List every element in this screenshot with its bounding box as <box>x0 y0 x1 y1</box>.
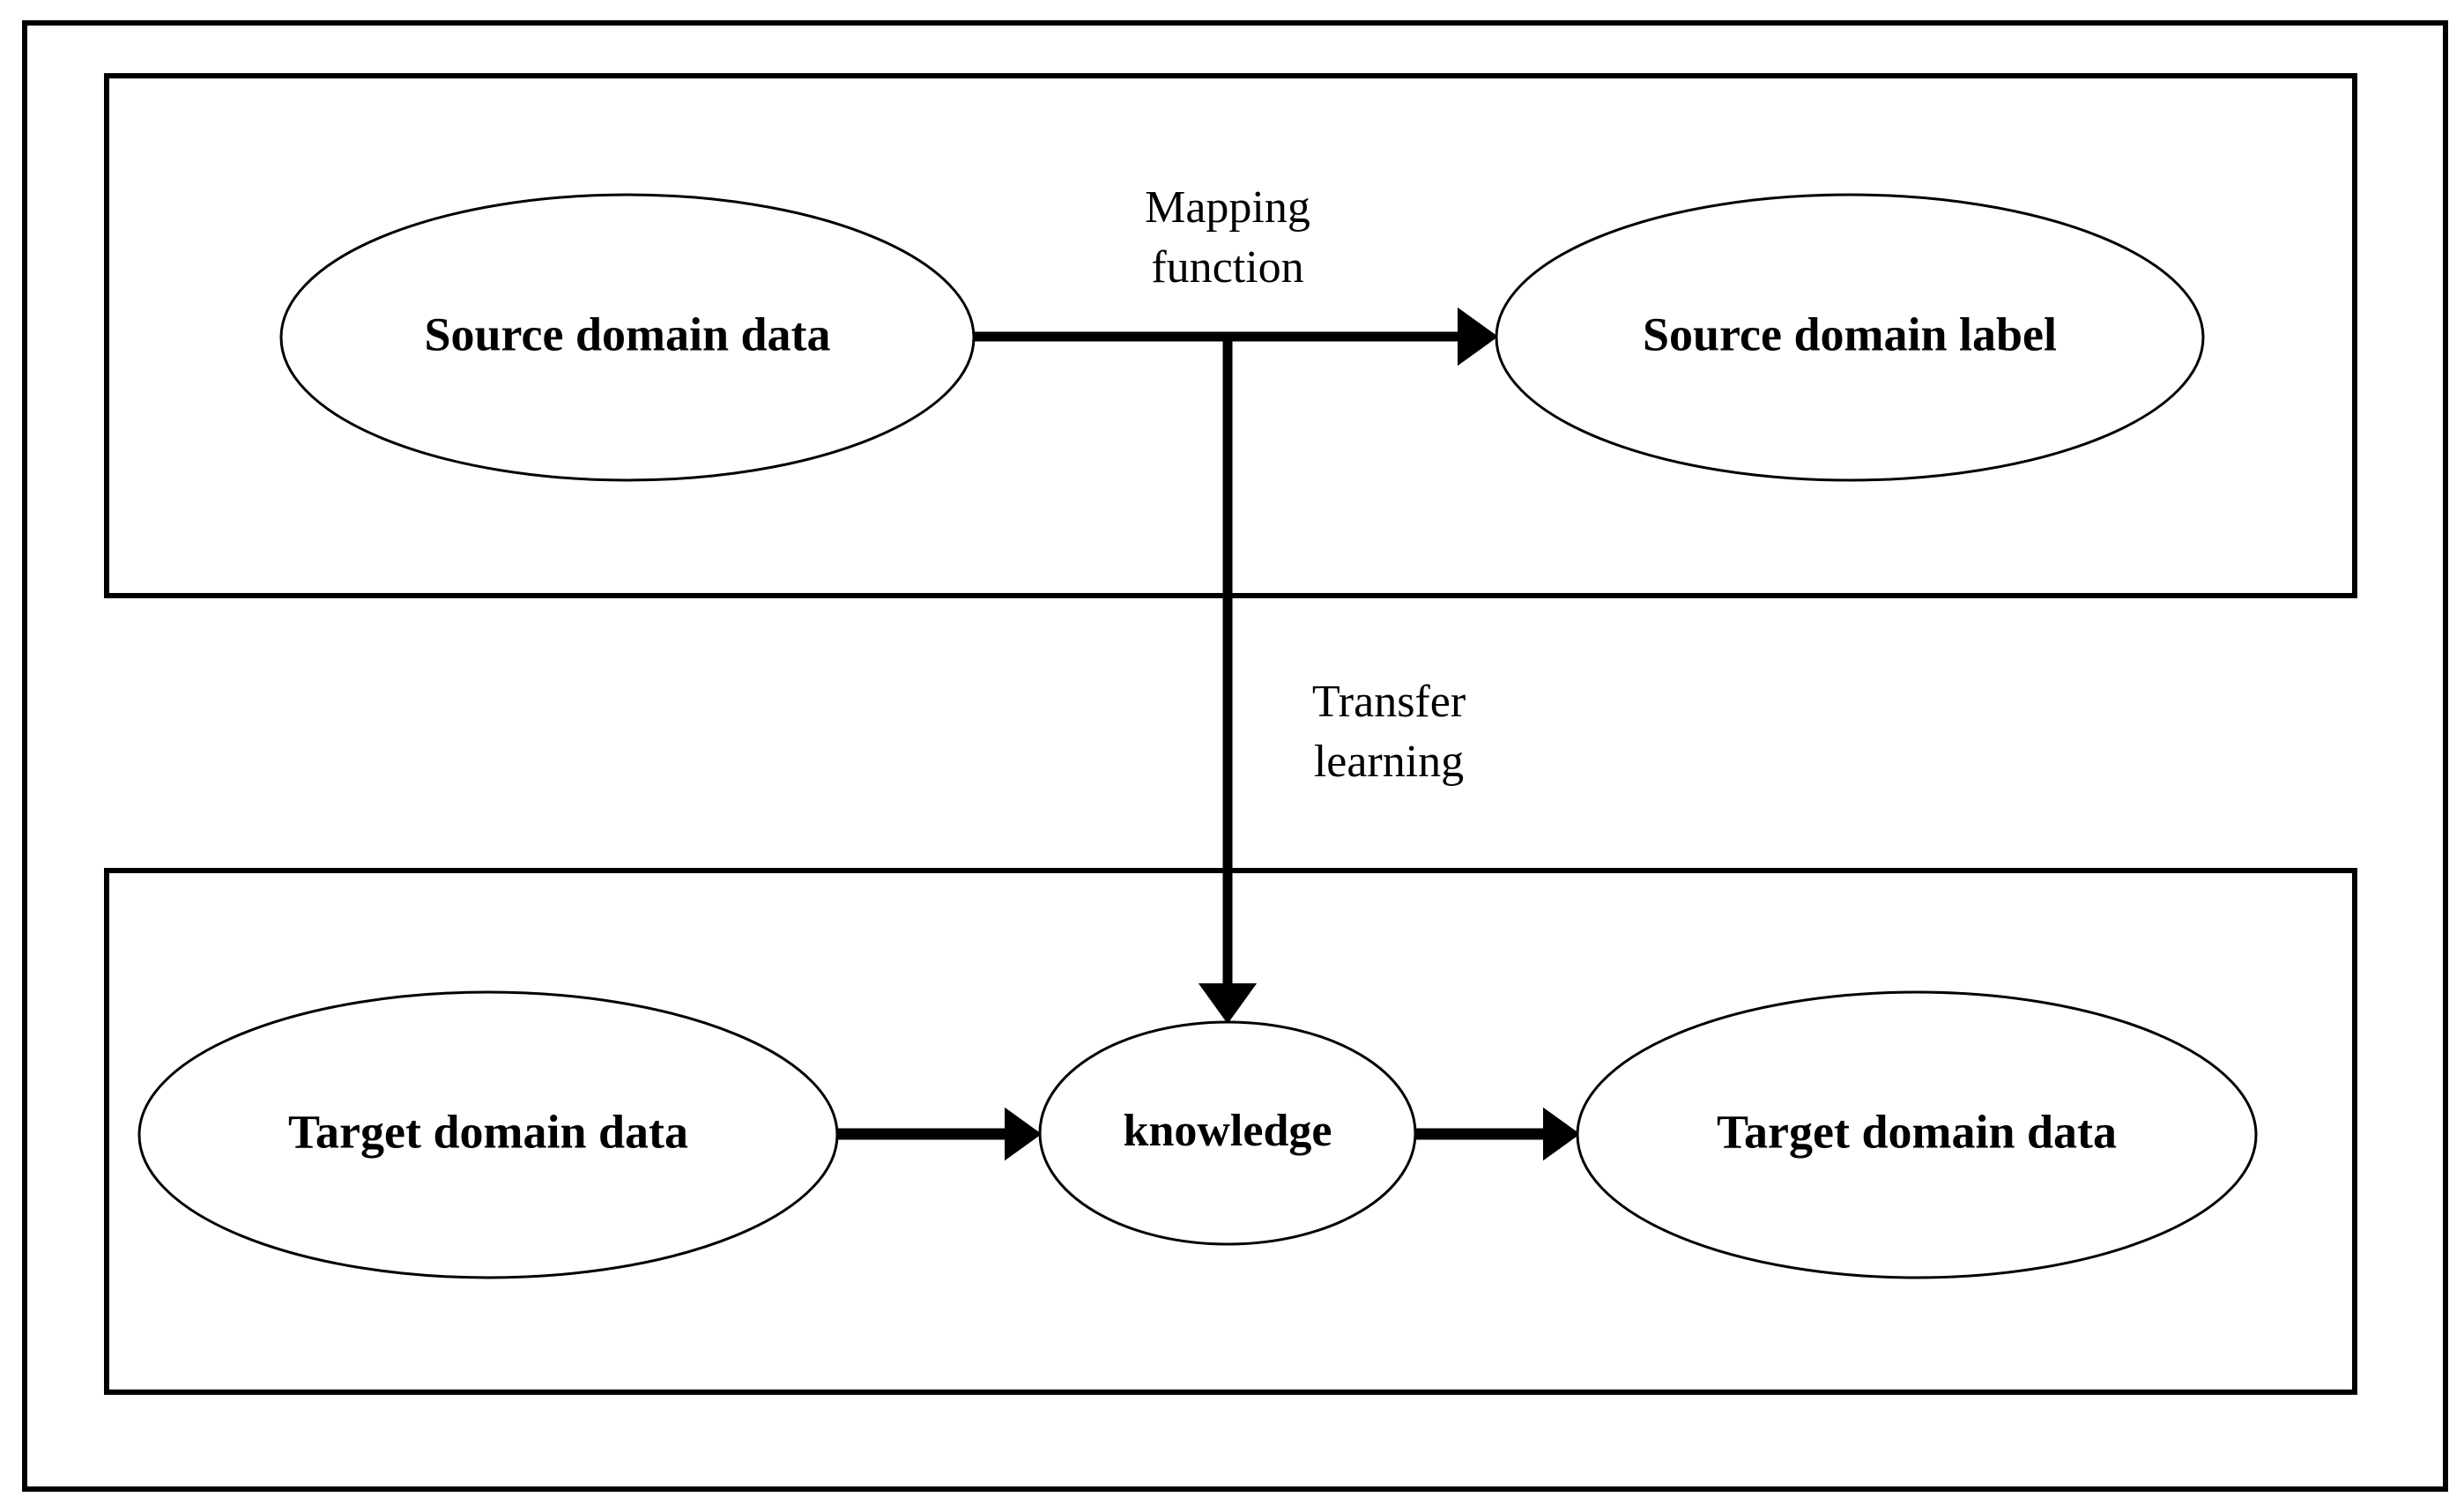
node-source-domain-data[interactable]: Source domain data <box>279 193 976 482</box>
nodes-layer: Source domain data Source domain labelTar… <box>137 193 2258 1279</box>
node-shape-knowledge <box>1038 1020 1417 1246</box>
edge-arrowhead-knowledge-to-target-edge <box>1543 1107 1580 1161</box>
edge-arrowhead-mapping-edge <box>1458 307 1498 367</box>
outer-frame <box>22 20 2448 1492</box>
edge-knowledge-to-target-edge <box>1413 1107 1580 1161</box>
edge-arrowhead-transfer-learning-edge <box>1198 983 1258 1024</box>
node-source-domain-label[interactable]: Source domain label <box>1495 193 2205 482</box>
node-shape-source-domain-data <box>279 193 976 482</box>
node-label-source-domain-label: Source domain label <box>1643 308 2057 360</box>
node-shape-target-domain-data-left <box>137 990 839 1279</box>
edge-transfer-learning-edge <box>1198 337 1258 1024</box>
edges-layer <box>833 307 1580 1161</box>
node-label-source-domain-data: Source domain data <box>424 308 830 360</box>
node-label-target-domain-data-left: Target domain data <box>288 1105 688 1158</box>
node-target-domain-data-left[interactable]: Target domain data <box>137 990 839 1279</box>
node-knowledge[interactable]: knowledge <box>1038 1020 1417 1246</box>
edge-target-to-knowledge-edge <box>833 1107 1042 1161</box>
node-shape-target-domain-data-right <box>1576 990 2258 1279</box>
node-label-knowledge: knowledge <box>1124 1106 1332 1156</box>
edge-mapping-edge <box>971 307 1498 367</box>
edge-label-transfer-learning-edge-line-2: learning <box>1314 737 1464 787</box>
edge-label-mapping-edge-line-2: function <box>1151 242 1303 293</box>
edge-label-mapping-edge-line-1: Mapping <box>1145 182 1310 233</box>
node-shape-source-domain-label <box>1495 193 2205 482</box>
node-target-domain-data-right[interactable]: Target domain data <box>1576 990 2258 1279</box>
edge-label-transfer-learning-edge-line-1: Transfer <box>1312 677 1466 727</box>
edge-arrowhead-target-to-knowledge-edge <box>1005 1107 1042 1161</box>
node-label-target-domain-data-right: Target domain data <box>1717 1105 2117 1158</box>
